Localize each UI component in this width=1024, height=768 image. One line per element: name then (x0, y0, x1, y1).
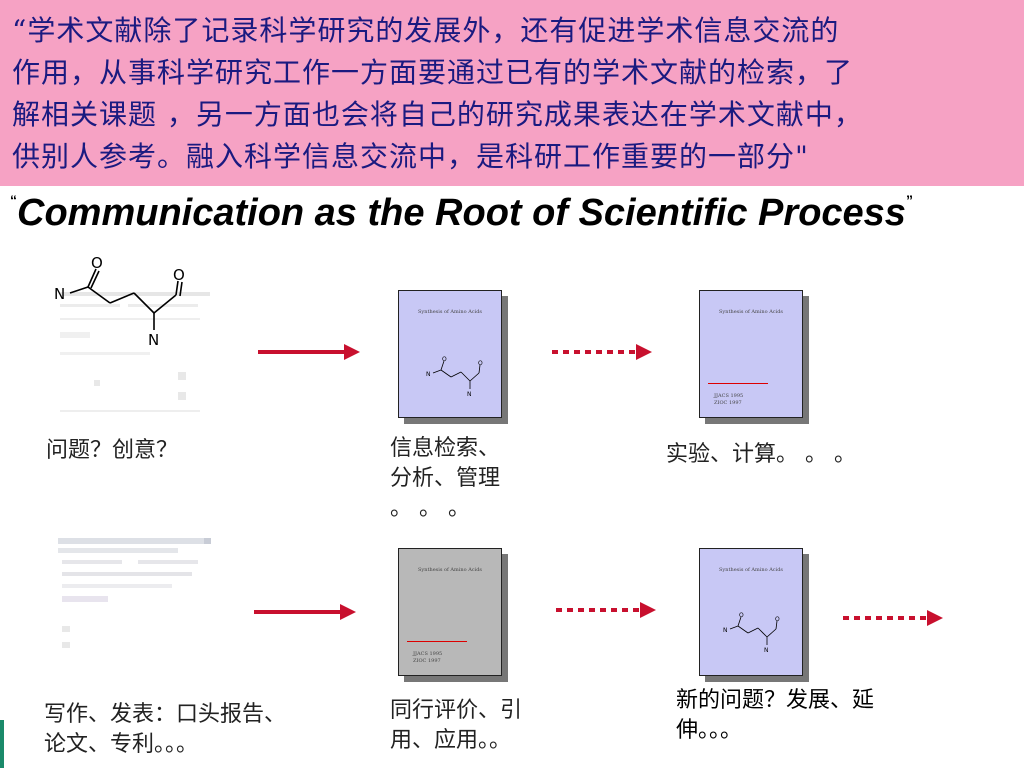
atom-n-bottom: N (148, 331, 159, 349)
label-search-analysis-line2: 分析、管理 (390, 466, 501, 491)
title-close-quote: ” (905, 192, 913, 208)
dotted-arrow-3 (843, 610, 943, 626)
card-title: Synthesis of Amino Acids (719, 309, 783, 315)
label-search-analysis: 信息检索、 分析、管理 。 。 。 (390, 434, 500, 524)
card-ref-2: ZIOC 1997 (413, 658, 441, 664)
paper-card-3: Synthesis of Amino Acids JJACS 1995 ZIOC… (398, 548, 502, 676)
atom-n-left: N (54, 285, 65, 303)
label-new-question-line1: 新的问题？发展、延 (676, 688, 875, 713)
title-open-quote: “ (10, 192, 17, 208)
card-refs: JJACS 1995 ZIOC 1997 (714, 393, 743, 407)
molecule-small-icon: N O O N (426, 356, 483, 397)
label-peer-review-line1: 同行评价、引 (390, 698, 523, 723)
label-writing: 写作、发表：口头报告、 论文、专利。。。 (44, 700, 286, 760)
quote-line-2: 作用，从事科学研究工作一方面要通过已有的学术文献的检索，了 (12, 56, 854, 89)
faded-ui-lines (58, 538, 211, 648)
label-peer-review: 同行评价、引 用、应用。。 (390, 696, 522, 756)
quote-line-4: 供别人参考。融入科学信息交流中，是科研工作重要的一部分" (12, 140, 809, 173)
red-underline (708, 383, 768, 384)
card-refs: JJACS 1995 ZIOC 1997 (413, 651, 442, 665)
red-underline (407, 641, 467, 642)
paper-card-1: Synthesis of Amino Acids N O O N (398, 290, 502, 418)
label-experiment: 实验、计算。 。 。 (666, 442, 856, 467)
card-ref-1: JJACS 1995 (714, 393, 744, 399)
card-ref-2: ZIOC 1997 (714, 400, 742, 406)
atom-o-top: O (91, 255, 103, 272)
label-question-idea: 问题？创意？ (46, 438, 179, 463)
card-title: Synthesis of Amino Acids (418, 309, 482, 315)
solid-arrow-1 (258, 344, 360, 360)
label-new-question-line2: 伸。。。 (676, 718, 743, 743)
atom-n-small: N (467, 391, 472, 397)
quote-banner: “学术文献除了记录科学研究的发展外，还有促进学术信息交流的 作用，从事科学研究工… (0, 0, 1024, 186)
label-peer-review-line2: 用、应用。。 (390, 728, 512, 753)
quote-line-1: “学术文献除了记录科学研究的发展外，还有促进学术信息交流的 (12, 14, 840, 47)
faded-screenshot-bottom (58, 538, 213, 673)
dotted-arrow-2 (556, 602, 656, 618)
card-title: Synthesis of Amino Acids (719, 567, 783, 573)
atom-n-small: N (723, 627, 728, 634)
green-edge-strip (0, 720, 4, 768)
label-search-analysis-line3: 。 。 。 (390, 496, 470, 521)
atom-o-small: O (478, 360, 483, 367)
atom-o-small: O (442, 356, 447, 363)
atom-n-small: N (764, 647, 769, 653)
paper-card-4: Synthesis of Amino Acids N O O N (699, 548, 803, 676)
glutamine-molecule-large: N O O N (54, 255, 185, 349)
slide-title: “Communication as the Root of Scientific… (10, 192, 913, 235)
paper-card-2: Synthesis of Amino Acids JJACS 1995 ZIOC… (699, 290, 803, 418)
label-search-analysis-line1: 信息检索、 (390, 436, 501, 461)
atom-o-small: O (739, 612, 744, 619)
molecule-small-icon: N O O N (723, 612, 780, 653)
card-ref-1: JJACS 1995 (413, 651, 443, 657)
card-title: Synthesis of Amino Acids (418, 567, 482, 573)
solid-arrow-2 (254, 604, 356, 620)
atom-o-small: O (775, 616, 780, 623)
title-text: Communication as the Root of Scientific … (17, 192, 906, 234)
dotted-arrow-1 (552, 344, 652, 360)
label-writing-line1: 写作、发表：口头报告、 (44, 702, 287, 727)
atom-n-small: N (426, 371, 431, 378)
quote-line-3: 解相关课题 ，另一方面也会将自己的研究成果表达在学术文献中， (12, 98, 863, 131)
atom-o-right: O (173, 266, 185, 284)
label-new-question: 新的问题？发展、延 伸。。。 (676, 686, 874, 746)
label-writing-line2: 论文、专利。。。 (44, 732, 199, 757)
quote-text: “学术文献除了记录科学研究的发展外，还有促进学术信息交流的 作用，从事科学研究工… (12, 10, 1012, 178)
